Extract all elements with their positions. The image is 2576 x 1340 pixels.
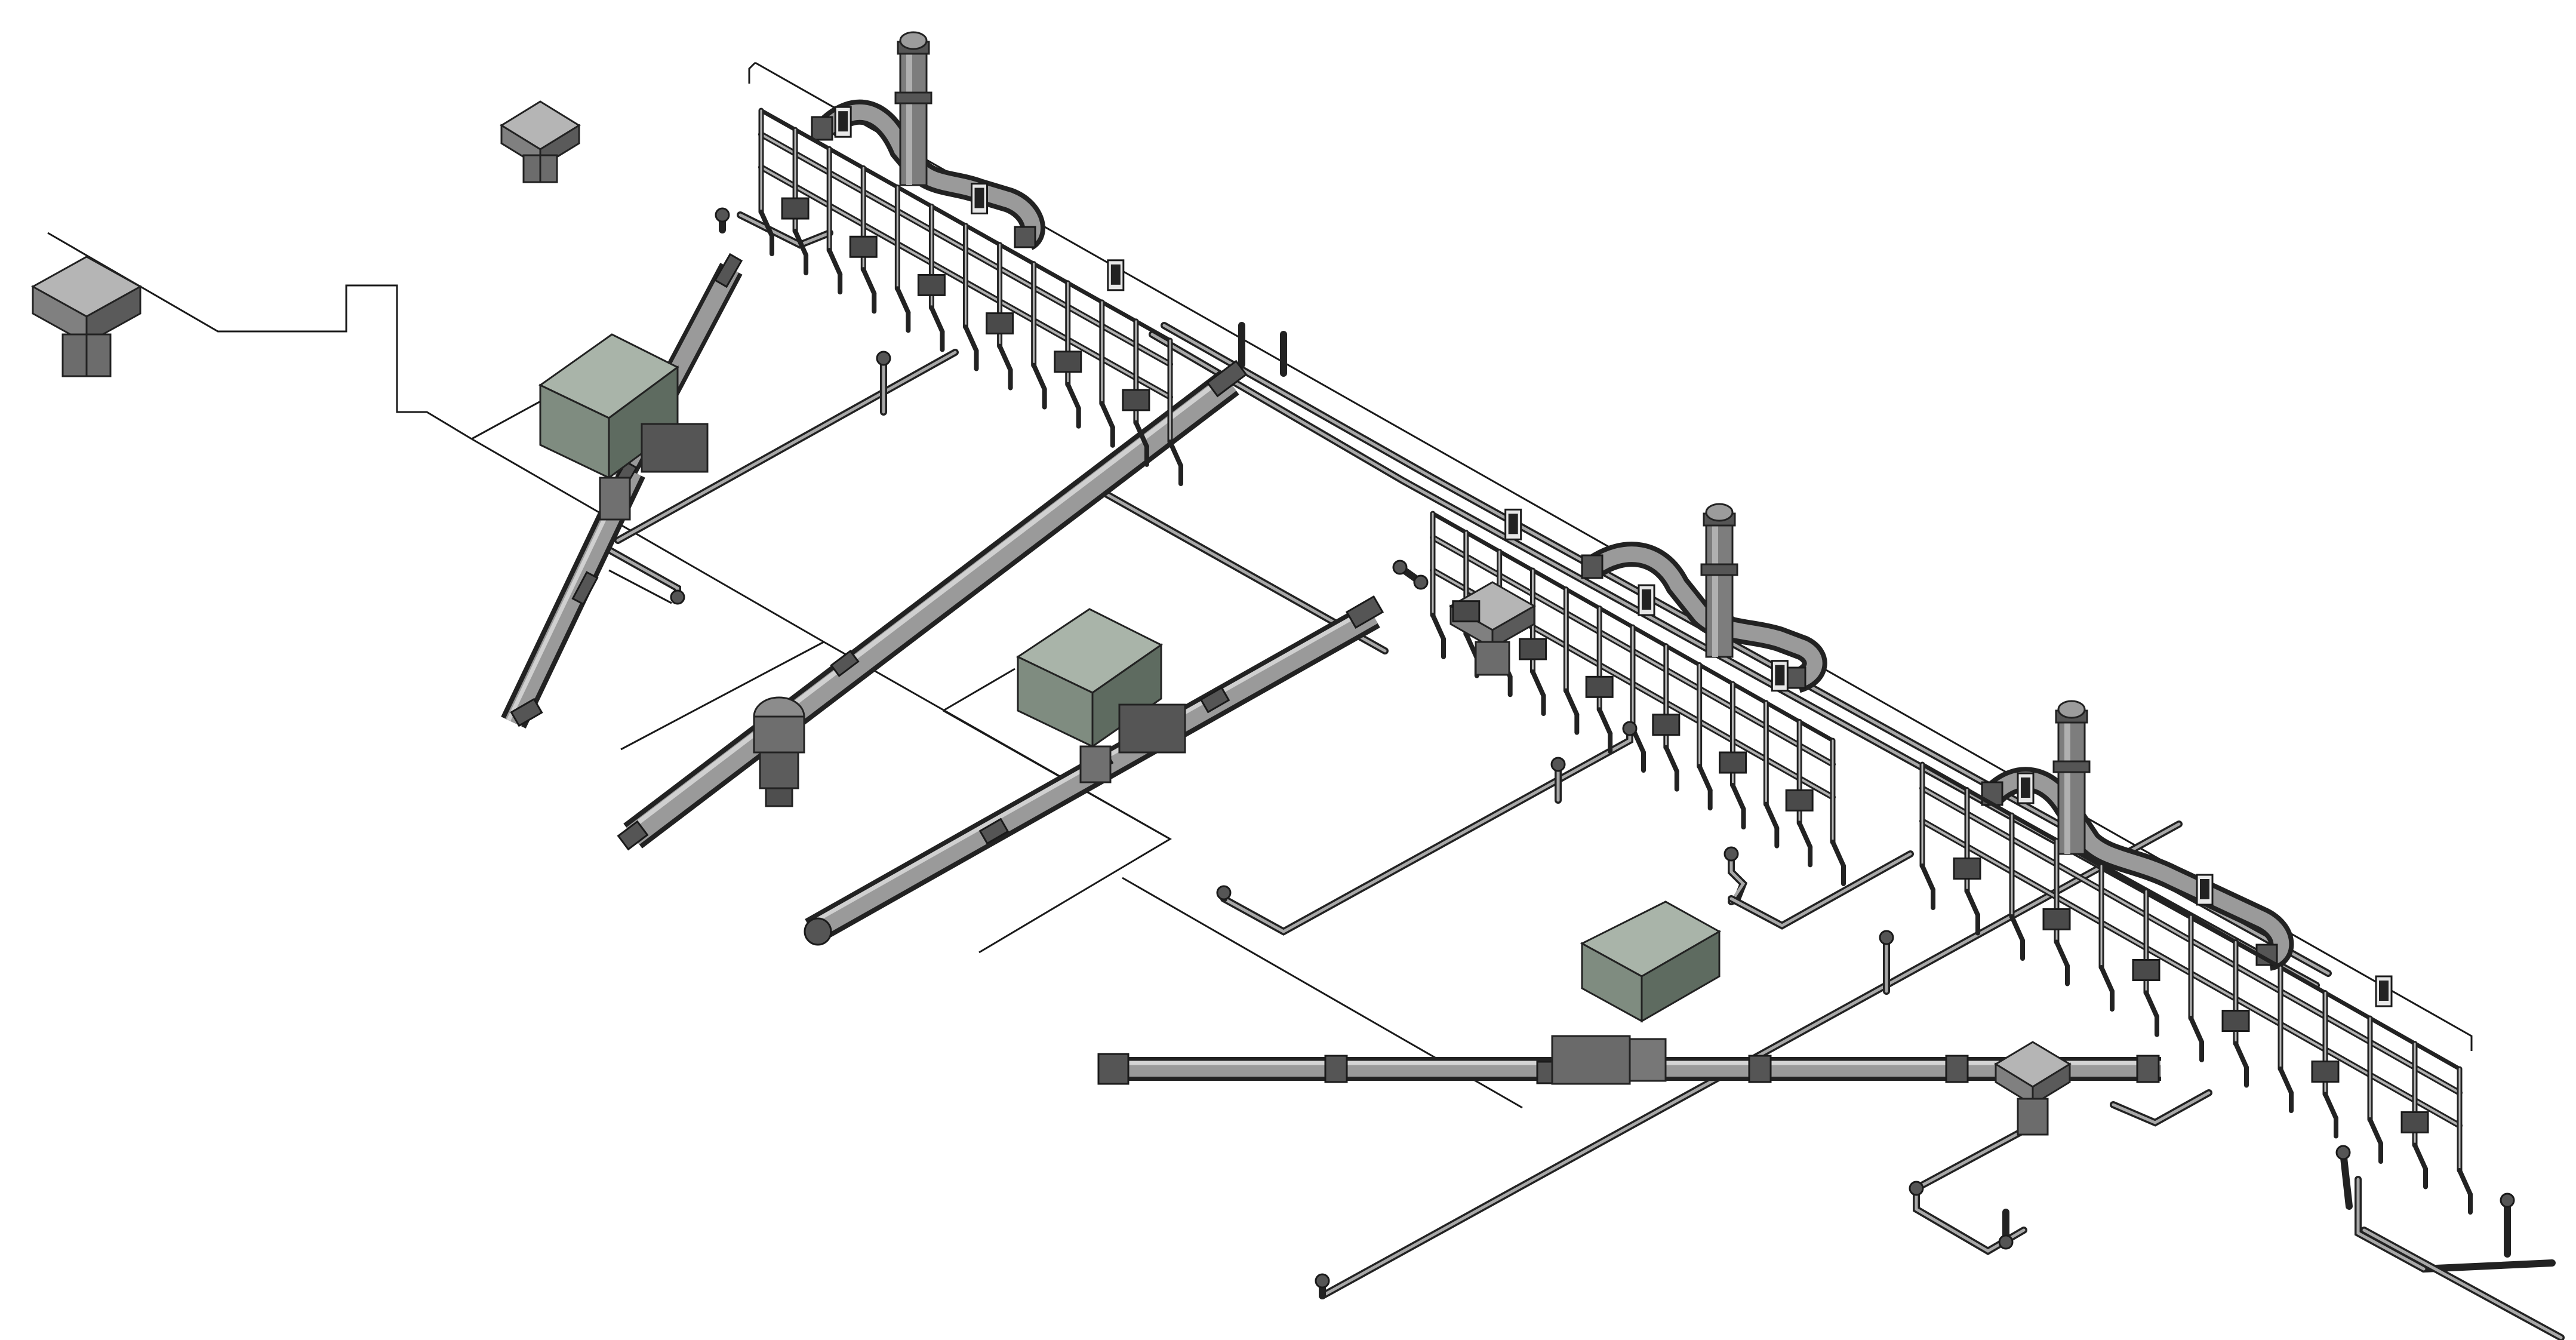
- dome-vent: [753, 696, 805, 807]
- roof-cap-4: [1994, 1041, 2072, 1136]
- fixture-box: [1519, 638, 1547, 660]
- roof-cap-2: [30, 256, 143, 377]
- roof-edge-corner: [748, 62, 756, 84]
- fixture-box: [1719, 751, 1747, 774]
- fixture-box: [2132, 959, 2160, 981]
- fixtures: [670, 106, 2515, 1289]
- roof-cap-1: [500, 100, 581, 183]
- exhaust-stack-1: [894, 31, 932, 186]
- pipe-end-cap: [1879, 930, 1894, 945]
- pipe-end-cap: [1998, 1234, 2014, 1250]
- fixture-box: [1585, 675, 1614, 698]
- pipe-end-cap: [1392, 560, 1408, 575]
- pipe-end-cap: [715, 207, 730, 223]
- fixture-box: [917, 273, 946, 296]
- fixture-box: [781, 197, 810, 220]
- outline-seg-c: [620, 641, 824, 751]
- outline-seg-e: [943, 668, 1015, 712]
- ahu-2: [1015, 608, 1186, 783]
- fixture-box: [849, 235, 878, 258]
- pipe-end-cap: [1315, 1273, 1330, 1289]
- outline-seg-h: [608, 569, 672, 604]
- roof-edge-top: [755, 62, 2473, 1051]
- exhaust-stack-2: [1700, 503, 1738, 658]
- pipe-end-cap: [1622, 721, 1638, 736]
- ahu-3: [1551, 900, 1722, 1085]
- pipe-end-cap: [1413, 574, 1429, 590]
- main-ducts: [501, 99, 2294, 1081]
- fixture-box: [2042, 908, 2071, 930]
- pipe-end-cap: [1724, 846, 1739, 862]
- fixture-box: [1122, 389, 1150, 411]
- fixture-box: [1652, 714, 1681, 736]
- pipe-end-cap: [2500, 1193, 2515, 1208]
- fixture-box: [2311, 1061, 2340, 1083]
- outline-seg-b: [471, 438, 824, 643]
- fixture-box: [1452, 600, 1481, 623]
- pipe-end-cap: [876, 351, 891, 366]
- pipe-end-cap: [2335, 1145, 2351, 1160]
- fixture-box: [1785, 789, 1814, 812]
- control-panel: [971, 183, 988, 214]
- pipe-end-cap: [1216, 885, 1232, 900]
- exhaust-stacks: [753, 31, 2091, 855]
- fixture-box: [2221, 1010, 2250, 1032]
- fixture-box: [1054, 351, 1082, 373]
- exhaust-stack-3: [2052, 700, 2091, 855]
- fixture-box: [2400, 1111, 2429, 1133]
- fixture-box: [986, 312, 1014, 335]
- pipe-end-cap: [1550, 757, 1566, 772]
- roof-caps: [30, 100, 2072, 1136]
- pipe-end-cap: [1909, 1181, 1924, 1196]
- fixture-box: [1953, 858, 1981, 880]
- outline-seg-f: [943, 709, 1172, 954]
- stepped-outline-left: [47, 232, 472, 440]
- pipe-end-cap: [670, 589, 685, 605]
- air-handling-units: [538, 333, 1722, 1085]
- ahu-1: [538, 333, 709, 521]
